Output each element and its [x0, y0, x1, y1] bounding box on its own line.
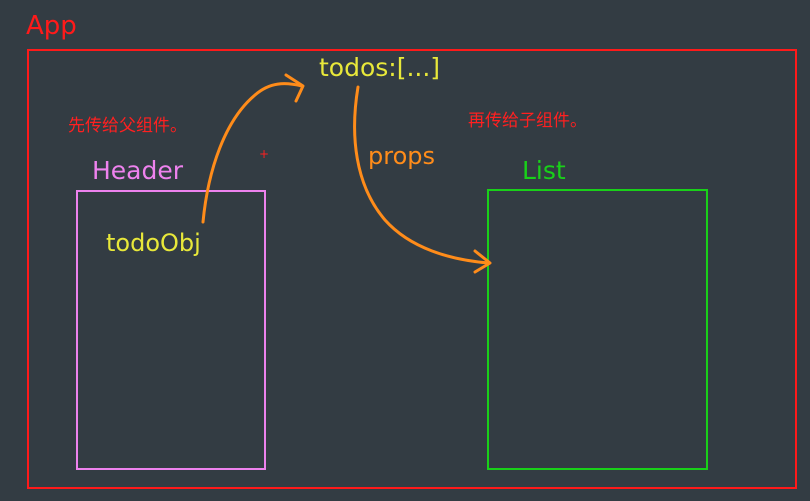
note-to-child: 再传给子组件。	[468, 111, 587, 131]
app-label: App	[26, 11, 77, 41]
list-component-box	[487, 189, 708, 470]
list-label: List	[522, 156, 566, 185]
app-component-box	[27, 49, 797, 489]
todoobj-label: todoObj	[106, 229, 201, 257]
header-label: Header	[92, 156, 184, 185]
todos-state-label: todos:[...]	[319, 53, 441, 82]
red-plus-marker: +	[259, 147, 270, 161]
note-to-parent: 先传给父组件。	[68, 116, 187, 136]
arrow-to-parent	[201, 82, 304, 224]
arrow-to-parent-head	[284, 73, 305, 103]
arrow-to-child-head	[473, 249, 492, 274]
header-component-box	[76, 190, 266, 470]
props-label: props	[368, 142, 435, 170]
arrow-to-child	[353, 85, 491, 265]
